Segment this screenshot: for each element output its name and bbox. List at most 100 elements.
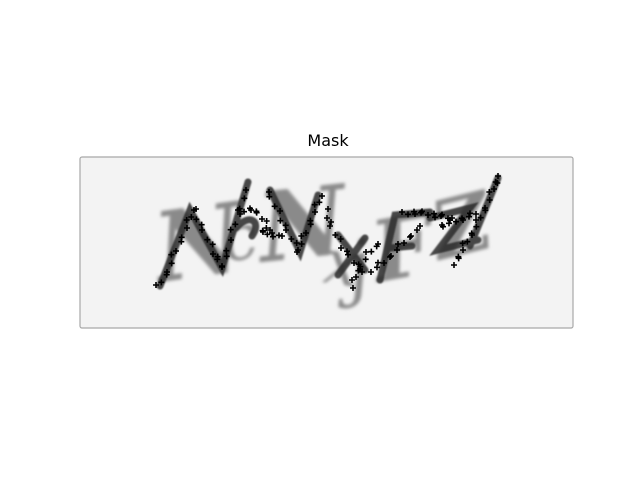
plus-marker	[401, 240, 407, 246]
mask-point-markers	[153, 173, 501, 291]
plus-marker	[351, 260, 357, 266]
plus-marker	[338, 245, 344, 251]
plus-marker	[193, 206, 199, 212]
plus-marker	[486, 197, 493, 203]
plus-marker	[473, 211, 479, 217]
plus-marker	[241, 208, 247, 215]
plus-marker	[447, 217, 453, 223]
plus-marker	[153, 282, 159, 288]
plus-marker	[328, 219, 334, 225]
plus-marker	[491, 186, 497, 192]
plus-marker	[307, 217, 314, 224]
plus-marker	[173, 248, 179, 254]
plus-marker	[214, 256, 221, 263]
plus-marker	[209, 241, 216, 248]
plus-marker	[279, 233, 285, 239]
plus-marker	[293, 240, 300, 246]
plus-marker	[468, 230, 475, 237]
plus-marker	[263, 225, 270, 231]
plus-marker	[266, 193, 273, 200]
plus-marker	[227, 226, 234, 233]
plus-marker	[431, 210, 437, 217]
plus-marker	[228, 237, 234, 243]
plus-marker	[199, 227, 205, 233]
plus-marker	[298, 233, 305, 239]
plus-marker	[277, 217, 284, 224]
plus-marker	[464, 238, 471, 245]
plus-marker	[395, 241, 401, 247]
plus-marker	[219, 264, 225, 270]
plus-marker	[243, 187, 249, 193]
plus-marker	[408, 233, 414, 239]
plus-marker	[198, 221, 205, 228]
plus-marker	[263, 218, 270, 224]
plus-marker	[168, 251, 175, 258]
plus-marker	[223, 247, 230, 254]
plus-marker	[451, 262, 457, 268]
plus-marker	[399, 209, 405, 215]
plus-marker	[425, 212, 431, 218]
plus-marker	[178, 234, 185, 241]
plus-marker	[288, 236, 295, 242]
plus-marker	[183, 217, 190, 223]
plus-marker	[188, 214, 195, 220]
plus-marker	[259, 227, 266, 234]
plus-marker	[482, 205, 488, 211]
plus-marker	[324, 215, 330, 221]
plus-marker	[277, 208, 283, 214]
plus-marker	[473, 217, 479, 223]
plus-marker	[259, 216, 265, 222]
plus-marker	[387, 254, 393, 260]
plus-marker	[223, 253, 230, 260]
plus-marker	[241, 195, 248, 202]
plus-marker	[344, 248, 350, 255]
plus-marker	[164, 269, 170, 275]
plus-marker	[311, 201, 318, 208]
plus-marker	[414, 227, 420, 233]
plus-marker	[453, 218, 459, 225]
plus-marker	[455, 253, 462, 260]
plus-marker	[283, 227, 289, 233]
svg-text:N: N	[250, 163, 355, 285]
plus-marker	[439, 211, 445, 218]
plus-marker	[412, 211, 418, 217]
plus-marker	[235, 207, 241, 213]
plus-marker	[327, 223, 333, 229]
plus-marker	[460, 247, 466, 253]
plus-marker	[168, 260, 175, 267]
plus-marker	[405, 211, 411, 218]
plus-marker	[316, 199, 323, 206]
plus-marker	[467, 210, 473, 217]
plus-marker	[477, 214, 484, 221]
plus-marker	[473, 223, 480, 230]
plus-marker	[375, 259, 381, 266]
plus-marker	[357, 263, 364, 270]
plus-marker	[460, 217, 466, 223]
plus-marker	[294, 249, 300, 255]
plus-marker	[394, 247, 400, 253]
plus-marker	[271, 203, 278, 210]
plus-marker	[319, 193, 325, 199]
plus-marker	[492, 179, 499, 185]
plus-marker	[264, 231, 271, 238]
plus-marker	[466, 213, 472, 220]
plus-marker	[210, 251, 216, 257]
plus-marker	[375, 241, 381, 247]
plus-marker	[232, 221, 239, 228]
mask-image-background	[79, 156, 574, 329]
plus-marker	[337, 236, 344, 242]
plus-marker	[486, 189, 493, 195]
plus-marker	[432, 214, 438, 221]
plus-marker	[184, 225, 190, 231]
plus-marker	[407, 234, 413, 240]
plus-marker	[368, 248, 375, 255]
plus-marker	[374, 264, 380, 271]
plus-marker	[303, 230, 309, 236]
plus-marker	[353, 274, 359, 280]
plus-marker	[349, 277, 355, 283]
plus-marker	[325, 206, 331, 212]
plus-marker	[332, 232, 339, 238]
plus-marker	[459, 240, 466, 247]
